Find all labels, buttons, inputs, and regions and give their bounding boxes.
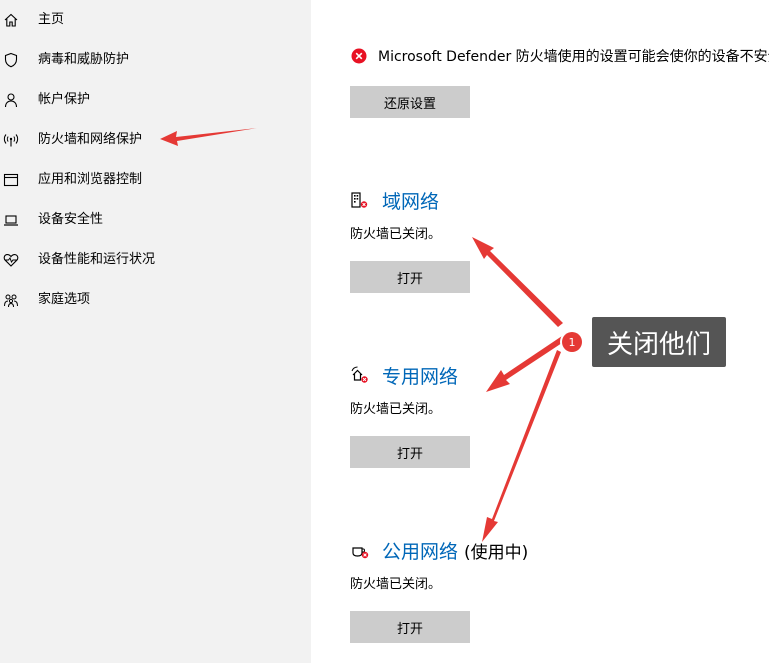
- domain-network-icon: [350, 190, 370, 210]
- network-title[interactable]: 公用网络: [382, 540, 459, 563]
- turn-on-private-firewall-button[interactable]: 打开: [350, 436, 470, 468]
- network-status: 防火墙已关闭。: [350, 402, 442, 417]
- error-circle-icon: [351, 48, 367, 64]
- sidebar-item-home[interactable]: 主页: [0, 0, 311, 40]
- laptop-icon: [3, 212, 19, 228]
- sidebar-item-device-security[interactable]: 设备安全性: [0, 200, 311, 240]
- network-status: 防火墙已关闭。: [350, 577, 442, 592]
- in-use-label: (使用中): [464, 542, 529, 563]
- sidebar-item-label: 病毒和威胁防护: [38, 52, 130, 67]
- warning-banner: Microsoft Defender 防火墙使用的设置可能会使你的设备不安全。: [351, 46, 769, 66]
- person-icon: [3, 92, 19, 108]
- turn-on-public-firewall-button[interactable]: 打开: [350, 611, 470, 643]
- sidebar-item-label: 家庭选项: [38, 292, 91, 307]
- home-icon: [3, 12, 19, 28]
- sidebar-item-virus-protection[interactable]: 病毒和威胁防护: [0, 40, 311, 80]
- annotation-callout: 关闭他们: [592, 317, 726, 367]
- network-title[interactable]: 域网络: [382, 190, 440, 213]
- restore-settings-button[interactable]: 还原设置: [350, 86, 470, 118]
- sidebar-item-label: 设备性能和运行状况: [38, 252, 156, 267]
- sidebar-item-firewall[interactable]: 防火墙和网络保护: [0, 120, 311, 160]
- warning-text: Microsoft Defender 防火墙使用的设置可能会使你的设备不安全。: [378, 49, 769, 65]
- app-window-icon: [3, 172, 19, 188]
- network-title[interactable]: 专用网络: [382, 365, 459, 388]
- sidebar: 主页 病毒和威胁防护 帐户保护 防火墙和网络保护 应用和浏览器控制: [0, 0, 311, 663]
- family-icon: [3, 292, 19, 308]
- heart-pulse-icon: [3, 252, 19, 268]
- sidebar-item-account-protection[interactable]: 帐户保护: [0, 80, 311, 120]
- network-status: 防火墙已关闭。: [350, 227, 442, 242]
- private-network-icon: [350, 365, 370, 385]
- public-network-icon: [350, 540, 370, 560]
- public-network-heading[interactable]: 公用网络 (使用中): [350, 537, 528, 563]
- annotation-badge: 1: [562, 332, 582, 352]
- sidebar-item-device-performance[interactable]: 设备性能和运行状况: [0, 240, 311, 280]
- sidebar-item-label: 主页: [38, 12, 65, 27]
- sidebar-item-label: 设备安全性: [38, 212, 104, 227]
- sidebar-item-family-options[interactable]: 家庭选项: [0, 280, 311, 320]
- domain-network-heading[interactable]: 域网络: [350, 187, 439, 213]
- sidebar-item-label: 帐户保护: [38, 92, 91, 107]
- turn-on-domain-firewall-button[interactable]: 打开: [350, 261, 470, 293]
- sidebar-item-label: 防火墙和网络保护: [38, 132, 143, 147]
- private-network-heading[interactable]: 专用网络: [350, 362, 458, 388]
- wireless-icon: [3, 132, 19, 148]
- sidebar-item-app-browser-control[interactable]: 应用和浏览器控制: [0, 160, 311, 200]
- shield-icon: [3, 52, 19, 68]
- sidebar-item-label: 应用和浏览器控制: [38, 172, 143, 187]
